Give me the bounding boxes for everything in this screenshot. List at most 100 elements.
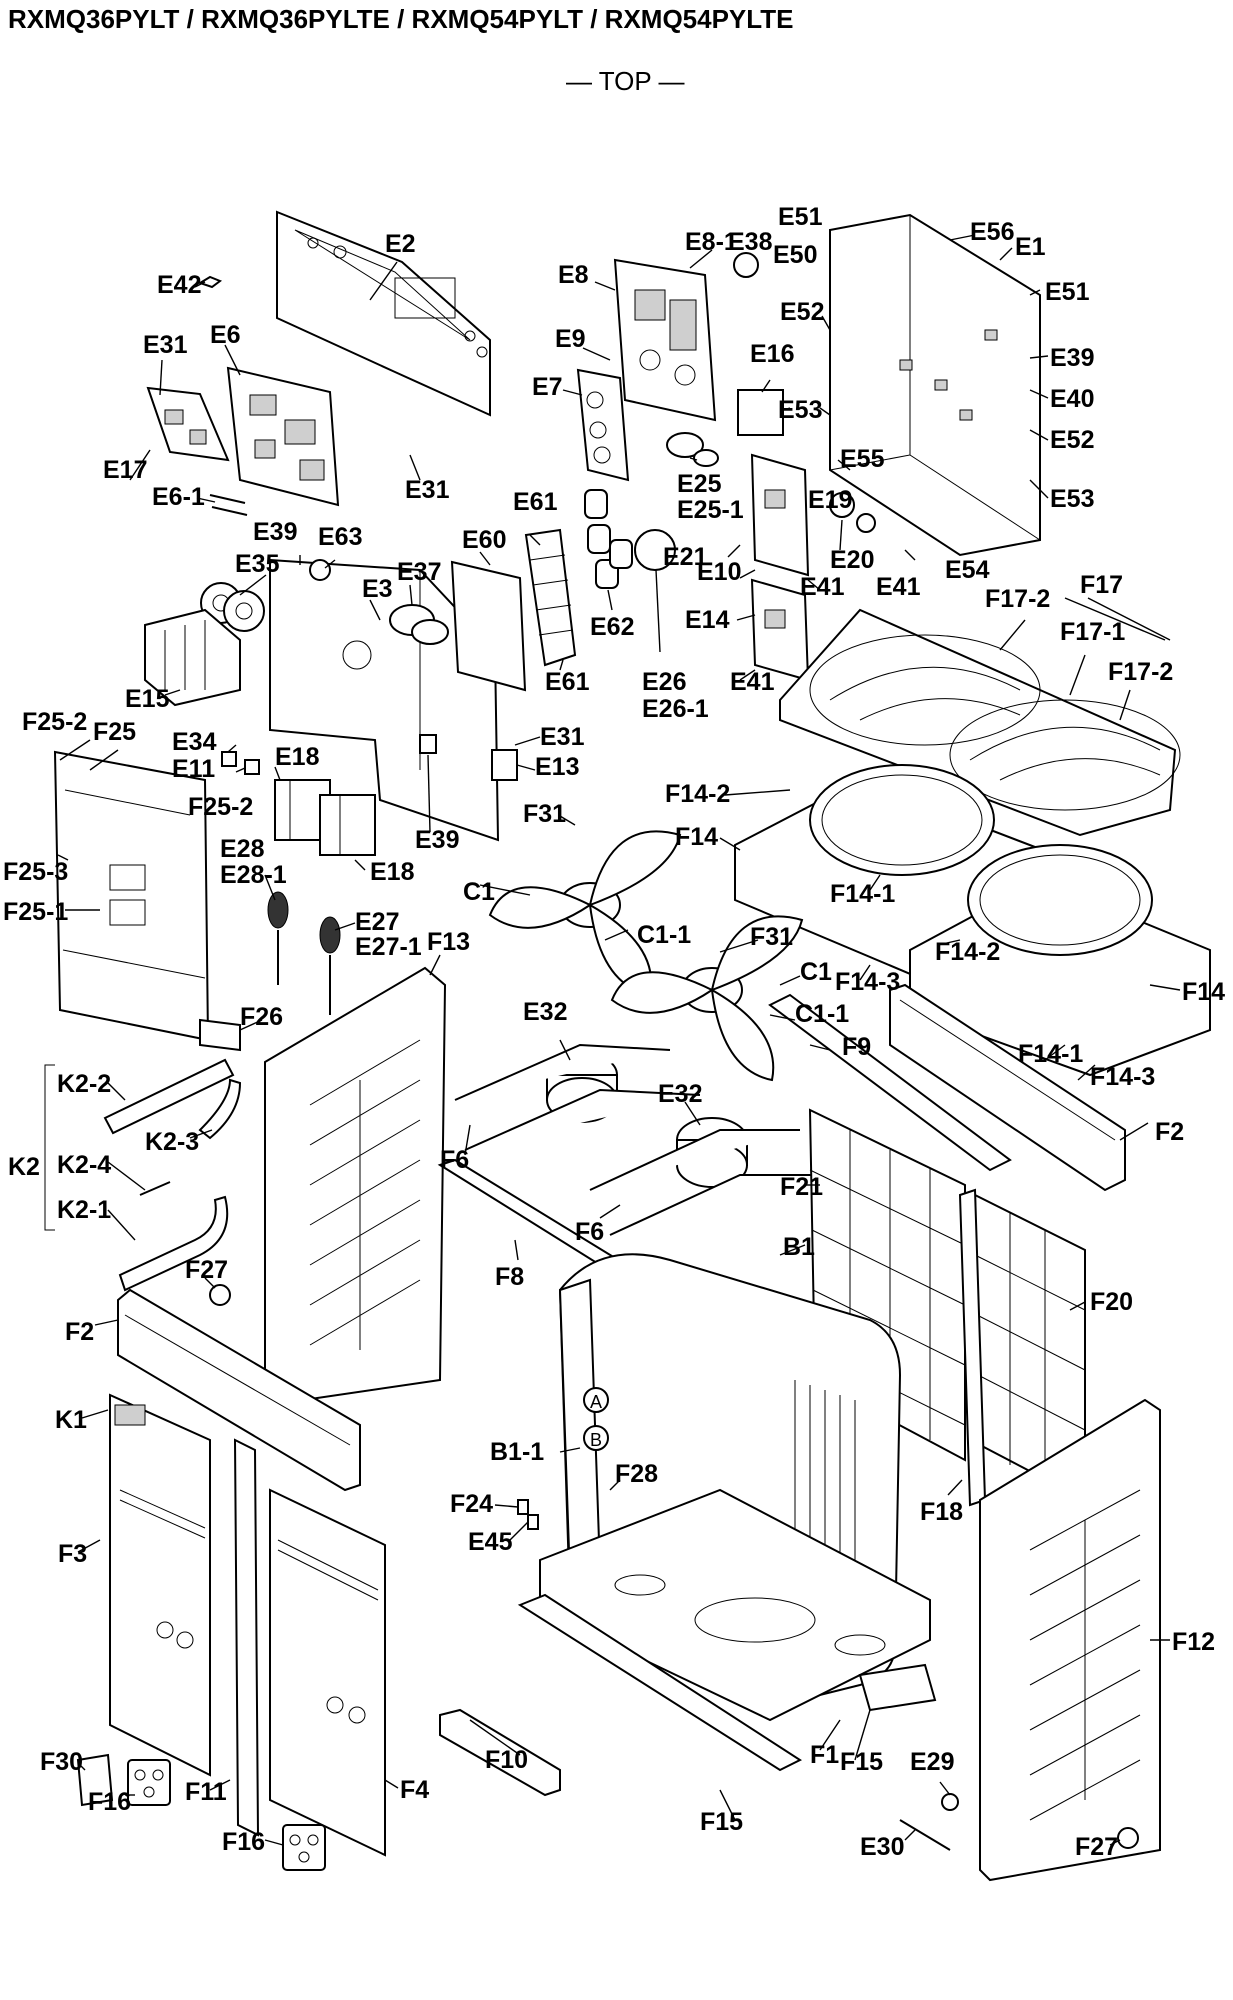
part-e35-ferrite-rings xyxy=(200,582,265,632)
callout-e40: E40 xyxy=(1050,385,1094,413)
circle-b-marker: B xyxy=(583,1425,609,1451)
callout-e18: E18 xyxy=(275,743,320,771)
callout-e29: E29 xyxy=(910,1748,954,1776)
part-e38-knob xyxy=(733,252,759,278)
callout-e45: E45 xyxy=(468,1528,513,1556)
callout-f31: F31 xyxy=(750,923,793,951)
callout-f14-1: F14-1 xyxy=(830,880,895,908)
callout-f9: F9 xyxy=(842,1033,871,1061)
callout-e25-1: E25-1 xyxy=(677,496,744,524)
callout-e53: E53 xyxy=(1050,485,1094,513)
callout-e41: E41 xyxy=(730,668,775,696)
callout-k2-4: K2-4 xyxy=(57,1151,111,1179)
part-e6-1-spacers xyxy=(209,494,248,516)
callout-f27: F27 xyxy=(1075,1833,1118,1861)
callout-e6-1: E6-1 xyxy=(152,483,205,511)
callout-e41: E41 xyxy=(876,573,921,601)
callout-e31: E31 xyxy=(143,331,188,359)
part-e18-relays xyxy=(274,779,376,856)
callout-f13: F13 xyxy=(427,928,470,956)
callout-c1-1: C1-1 xyxy=(795,1000,849,1028)
part-f6-motor-bracket-upper xyxy=(454,1043,701,1151)
callout-e53: E53 xyxy=(778,396,822,424)
callout-f27: F27 xyxy=(185,1256,228,1284)
callout-e9: E9 xyxy=(555,325,586,353)
part-e13-board xyxy=(491,749,518,781)
part-e2-mounting-plate xyxy=(276,210,491,417)
callout-e27-1: E27-1 xyxy=(355,933,422,961)
callout-f17-1: F17-1 xyxy=(1060,618,1125,646)
part-f12-right-side-grille xyxy=(979,1398,1161,1882)
part-f30-cover xyxy=(76,1753,114,1807)
callout-e11: E11 xyxy=(172,755,215,783)
callout-f16: F16 xyxy=(88,1788,131,1816)
callout-e39: E39 xyxy=(253,518,297,546)
part-f17-fan-guard-assembly xyxy=(779,608,1181,837)
callout-e60: E60 xyxy=(462,526,506,554)
part-f9-support-bar xyxy=(768,993,1012,1172)
callout-f3: F3 xyxy=(58,1540,87,1568)
callout-f15: F15 xyxy=(840,1748,883,1776)
callout-f14-3: F14-3 xyxy=(835,968,900,996)
callout-f6: F6 xyxy=(575,1218,604,1246)
part-f27-seal-right xyxy=(1117,1827,1139,1849)
part-e6-main-pcb xyxy=(226,366,340,507)
callout-e25: E25 xyxy=(677,470,722,498)
callout-e55: E55 xyxy=(840,445,885,473)
page-title: RXMQ36PYLT / RXMQ36PYLTE / RXMQ54PYLT / … xyxy=(8,4,794,34)
part-f4-front-panel-right xyxy=(269,1488,386,1857)
part-k2-pipe-kit xyxy=(103,1058,242,1292)
callout-f31: F31 xyxy=(523,800,566,828)
part-e1-switch-box-casing xyxy=(829,213,1041,557)
part-f24-sensor xyxy=(517,1499,529,1515)
callout-e1: E1 xyxy=(1015,233,1046,261)
callout-e31: E31 xyxy=(540,723,585,751)
callout-f14-2: F14-2 xyxy=(665,780,730,808)
part-e60-bracket xyxy=(450,560,527,692)
callout-e15: E15 xyxy=(125,685,170,713)
part-f14-bell-mouths xyxy=(734,764,1211,1077)
callout-k2-3: K2-3 xyxy=(145,1128,199,1156)
part-f3-front-panel xyxy=(109,1393,211,1777)
callout-e14: E14 xyxy=(685,606,730,634)
callout-e26-1: E26-1 xyxy=(642,695,709,723)
callout-e37: E37 xyxy=(397,558,441,586)
part-c1-fan-propeller-upper xyxy=(488,830,682,997)
callout-f2: F2 xyxy=(65,1318,94,1346)
part-e39-sensor xyxy=(419,734,437,754)
part-f16-pipe-cover-left xyxy=(127,1759,171,1806)
callout-e63: E63 xyxy=(318,523,362,551)
part-f2-top-panel-left xyxy=(117,1288,361,1492)
callout-f25-1: F25-1 xyxy=(3,898,68,926)
callout-e13: E13 xyxy=(535,753,579,781)
callout-k2-2: K2-2 xyxy=(57,1070,111,1098)
callout-labels: E2 E42 E31 E6 E17 E6-1 E31 E39 E63 E35 E… xyxy=(3,203,1225,1861)
callout-f18: F18 xyxy=(920,1498,963,1526)
callout-f17: F17 xyxy=(1080,571,1123,599)
callout-f25: F25 xyxy=(93,718,136,746)
part-e25-coil xyxy=(666,432,719,467)
callout-e10: E10 xyxy=(697,558,741,586)
part-e61-terminal-strip xyxy=(524,528,577,667)
callout-k2-1: K2-1 xyxy=(57,1196,111,1224)
callout-e35: E35 xyxy=(235,550,280,578)
callout-f25-2: F25-2 xyxy=(22,708,87,736)
part-e8-inverter-board xyxy=(613,258,717,422)
callout-f17-2: F17-2 xyxy=(1108,658,1173,686)
callout-e26: E26 xyxy=(642,668,686,696)
part-f10-pipe-cover xyxy=(439,1708,561,1797)
callout-f17-2: F17-2 xyxy=(985,585,1050,613)
part-e10-board xyxy=(750,453,810,577)
part-e29-e30-sensor xyxy=(899,1793,959,1851)
callout-f10: F10 xyxy=(485,1746,528,1774)
callout-e2: E2 xyxy=(385,230,416,258)
part-e63-grommet xyxy=(309,559,331,581)
callout-f30: F30 xyxy=(40,1748,83,1776)
callout-f16: F16 xyxy=(222,1828,265,1856)
callout-f14-2: F14-2 xyxy=(935,938,1000,966)
callout-e41: E41 xyxy=(800,573,845,601)
callout-c1: C1 xyxy=(463,878,495,906)
callout-k2: K2 xyxy=(8,1153,40,1181)
callout-f24: F24 xyxy=(450,1490,493,1518)
